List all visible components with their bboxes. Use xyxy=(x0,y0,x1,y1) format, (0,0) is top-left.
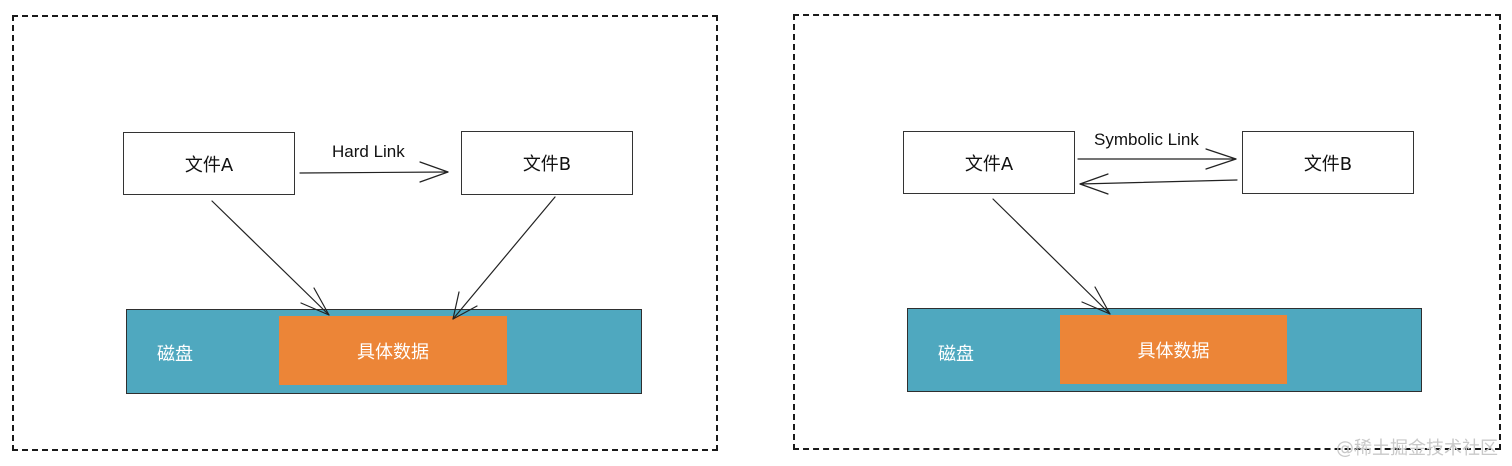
hard-link-arrow xyxy=(299,161,449,183)
right-data-block: 具体数据 xyxy=(1060,315,1287,384)
left-data-label: 具体数据 xyxy=(357,341,429,363)
symbolic-link-label: Symbolic Link xyxy=(1094,130,1199,149)
right-file-b-label: 文件B xyxy=(1303,153,1353,175)
left-data-block: 具体数据 xyxy=(279,316,507,385)
left-disk-label: 磁盘 xyxy=(157,344,193,365)
symbolic-link-forward-arrow xyxy=(1077,148,1237,170)
left-file-a-box: 文件A xyxy=(123,132,295,195)
hard-link-panel xyxy=(12,15,718,451)
right-file-b-box: 文件B xyxy=(1242,131,1414,194)
left-file-b-box: 文件B xyxy=(461,131,633,195)
watermark: @稀土掘金技术社区 xyxy=(1336,438,1498,459)
right-file-a-box: 文件A xyxy=(903,131,1075,194)
right-file-a-to-data-arrow xyxy=(992,198,1111,315)
right-data-label: 具体数据 xyxy=(1137,340,1210,362)
symbolic-link-back-arrow xyxy=(1079,173,1238,195)
left-file-b-to-data-arrow xyxy=(452,196,556,320)
hard-link-label: Hard Link xyxy=(332,142,405,161)
symbolic-link-panel xyxy=(793,14,1501,450)
left-file-a-to-data-arrow xyxy=(211,200,330,316)
right-disk-label: 磁盘 xyxy=(938,344,974,365)
right-file-a-label: 文件A xyxy=(964,153,1014,175)
left-file-b-label: 文件B xyxy=(522,154,572,175)
left-file-a-label: 文件A xyxy=(184,154,234,176)
